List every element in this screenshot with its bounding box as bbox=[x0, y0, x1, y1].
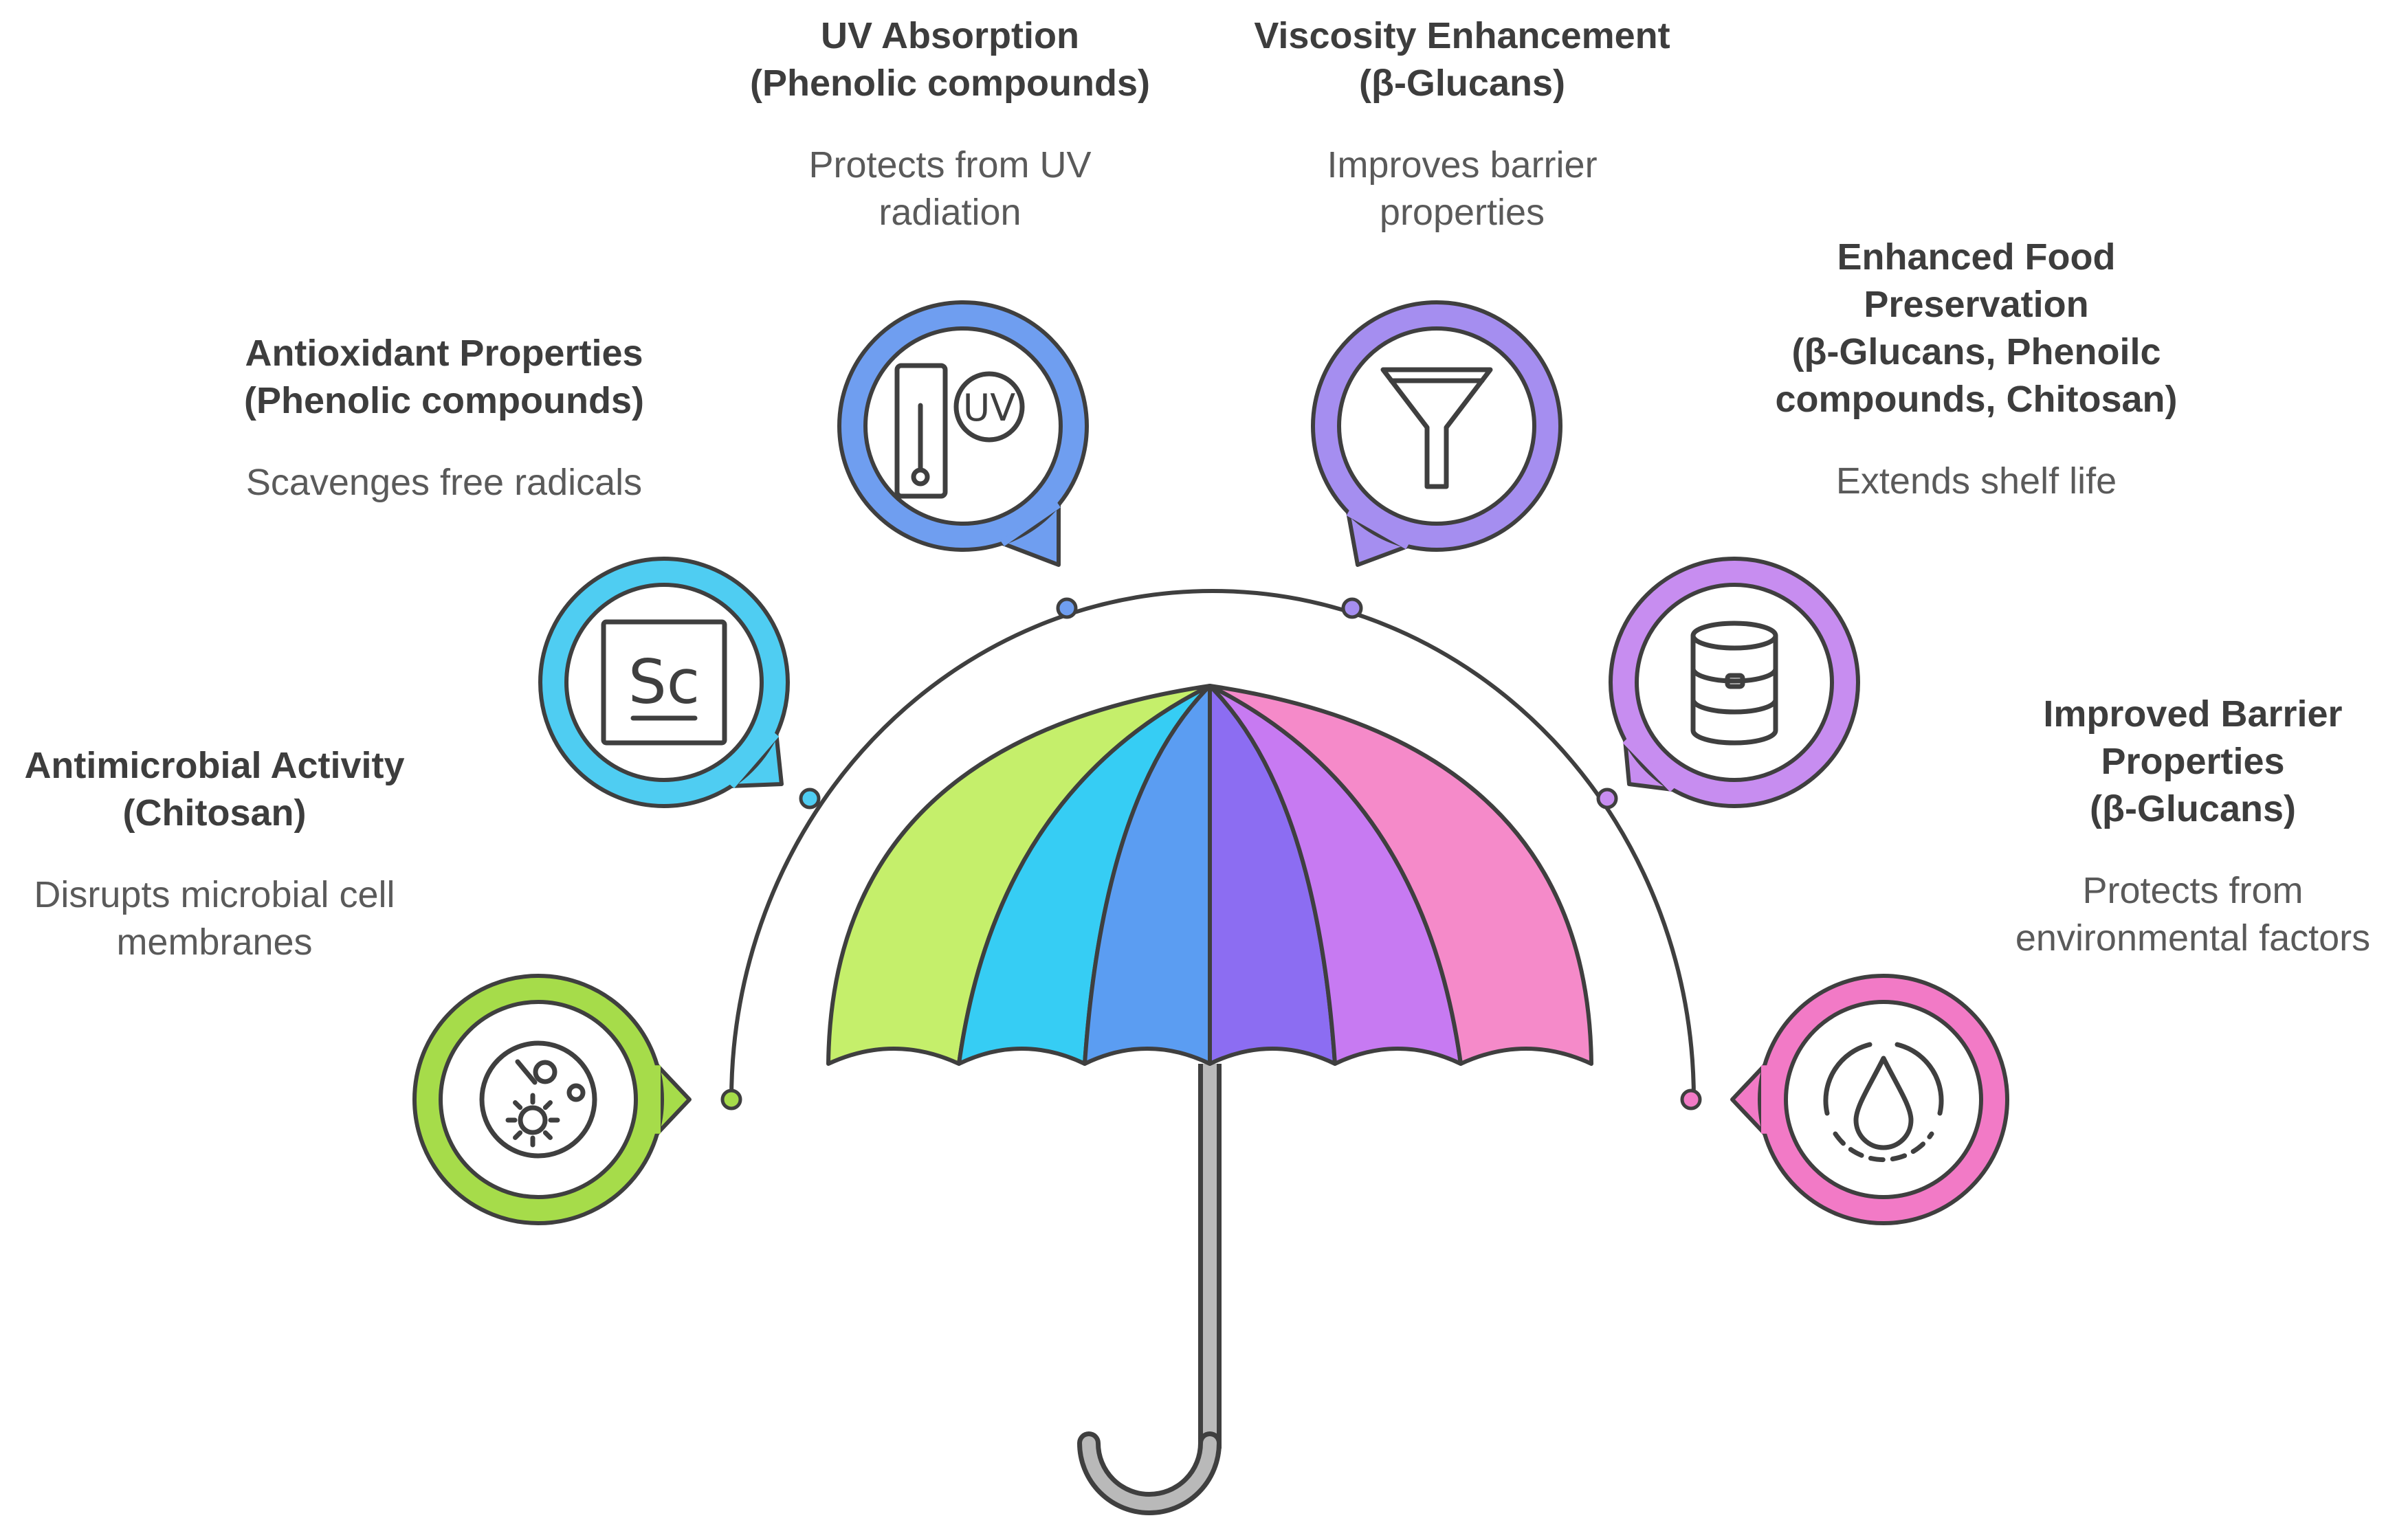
title-line: Antimicrobial Activity bbox=[24, 745, 405, 786]
item-title: Viscosity Enhancement (β-Glucans) bbox=[1187, 12, 1737, 107]
description-line: Extends shelf life bbox=[1835, 460, 2117, 502]
element-symbol-text: Sc bbox=[628, 647, 700, 717]
badge-barrier bbox=[1680, 974, 2009, 1225]
badge-inner bbox=[1784, 1000, 1983, 1199]
microbe-icon bbox=[479, 1040, 597, 1159]
arc-dot bbox=[1341, 597, 1363, 619]
item-description: Improves barrier properties bbox=[1187, 142, 1737, 236]
uv-text: UV bbox=[963, 386, 1016, 429]
title-line: UV Absorption bbox=[821, 15, 1079, 56]
title-line: compounds, Chitosan) bbox=[1775, 379, 2178, 420]
item-title: UV Absorption (Phenolic compounds) bbox=[675, 12, 1225, 107]
title-line: (Phenolic compounds) bbox=[243, 380, 644, 421]
description-line: Protects from UV bbox=[808, 144, 1092, 186]
umbrella-canopy bbox=[826, 684, 1593, 1066]
item-description: Protects from environmental factors bbox=[1918, 867, 2408, 962]
title-line: Improved Barrier bbox=[2043, 693, 2343, 735]
item-description: Extends shelf life bbox=[1701, 458, 2251, 505]
badge-uv: UV bbox=[837, 300, 1089, 619]
badge-antimicrobial bbox=[412, 974, 742, 1225]
food-can-icon bbox=[1690, 621, 1778, 746]
description-line: environmental factors bbox=[2015, 917, 2371, 959]
arc-dot bbox=[799, 788, 821, 810]
badge-preservation bbox=[1596, 557, 1860, 810]
item-description: Protects from UV radiation bbox=[675, 142, 1225, 236]
scandium-element-icon: Sc bbox=[601, 619, 727, 746]
arc-dot bbox=[1056, 597, 1078, 619]
title-line: Enhanced Food bbox=[1837, 236, 2116, 278]
arc-dot bbox=[1680, 1089, 1702, 1111]
badge-viscosity bbox=[1311, 300, 1562, 619]
item-title: Antimicrobial Activity (Chitosan) bbox=[0, 742, 489, 837]
arc-dot bbox=[1596, 788, 1618, 810]
description-line: Protects from bbox=[2082, 870, 2304, 911]
description-line: Scavenges free radicals bbox=[245, 462, 643, 503]
umbrella-handle bbox=[1077, 1064, 1222, 1515]
label-antioxidant: Antioxidant Properties (Phenolic compound… bbox=[169, 330, 719, 506]
label-uv: UV Absorption (Phenolic compounds) Protect… bbox=[675, 12, 1225, 236]
title-line: (Chitosan) bbox=[122, 792, 307, 834]
description-line: membranes bbox=[116, 922, 313, 963]
title-line: Viscosity Enhancement bbox=[1254, 15, 1670, 56]
description-line: Improves barrier bbox=[1327, 144, 1598, 186]
title-line: Properties bbox=[2101, 741, 2285, 782]
item-title: Antioxidant Properties (Phenolic compound… bbox=[169, 330, 719, 425]
water-drop-icon bbox=[1823, 1042, 1944, 1163]
arc-dot bbox=[720, 1089, 742, 1111]
canopy-panel bbox=[1208, 684, 1593, 1066]
title-line: (β-Glucans) bbox=[2090, 788, 2296, 829]
description-line: properties bbox=[1379, 192, 1545, 233]
title-line: Antioxidant Properties bbox=[245, 333, 643, 374]
title-line: (Phenolic compounds) bbox=[749, 63, 1150, 104]
title-line: (β-Glucans, Phenoilc bbox=[1791, 331, 2161, 372]
badge-inner bbox=[439, 1000, 638, 1199]
funnel-icon bbox=[1380, 367, 1493, 489]
item-description: Disrupts microbial cell membranes bbox=[0, 871, 489, 966]
badge-seam bbox=[1622, 738, 1675, 792]
badge-layer: Sc UV bbox=[412, 300, 2009, 1225]
title-line: Preservation bbox=[1864, 284, 2089, 325]
description-line: Disrupts microbial cell bbox=[34, 874, 395, 915]
title-line: (β-Glucans) bbox=[1359, 63, 1565, 104]
badge-seam bbox=[1346, 509, 1410, 550]
badge-inner bbox=[1337, 326, 1536, 526]
description-line: radiation bbox=[879, 192, 1021, 233]
badge-seam bbox=[1000, 502, 1061, 546]
uv-thermometer-icon: UV bbox=[894, 363, 1025, 499]
label-viscosity: Viscosity Enhancement (β-Glucans) Improves… bbox=[1187, 12, 1737, 236]
connector-arc bbox=[729, 589, 1696, 1100]
badge-seam bbox=[729, 732, 780, 789]
label-antimicrobial: Antimicrobial Activity (Chitosan) Disrupts… bbox=[0, 742, 489, 966]
badge-inner bbox=[564, 583, 764, 782]
badge-antioxidant: Sc bbox=[538, 557, 821, 810]
item-description: Scavenges free radicals bbox=[169, 459, 719, 506]
